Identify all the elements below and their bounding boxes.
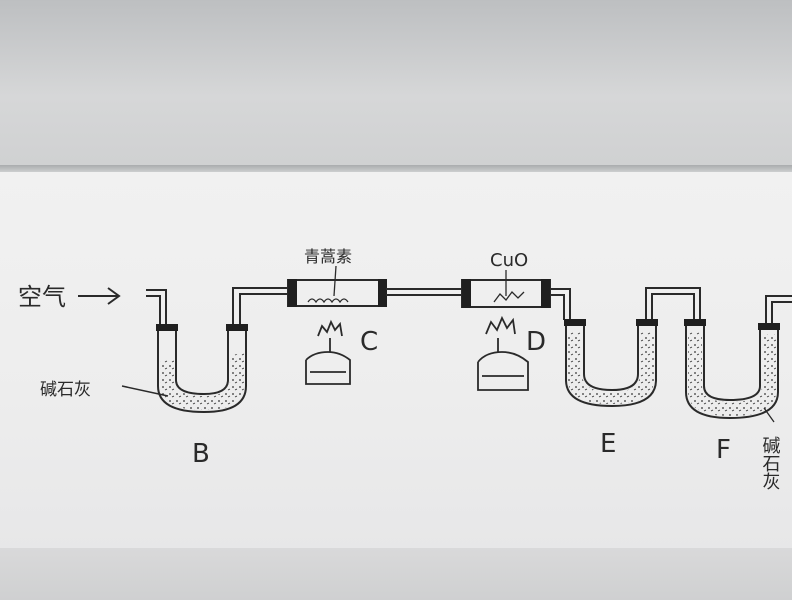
sample-d: [493, 291, 525, 303]
sample-c: [307, 298, 349, 304]
pointer-line-left: [121, 385, 169, 397]
pointer-line-right: [763, 407, 775, 423]
stopper-b-right: [226, 324, 248, 331]
tube-b-to-c: [232, 287, 288, 324]
tube-c-to-d: [386, 288, 462, 296]
substance-c-label: 青蒿素: [304, 247, 352, 266]
stopper-f-right: [758, 323, 780, 330]
pointer-line-c: [333, 265, 337, 297]
letter-c: C: [360, 327, 378, 357]
tube-e-to-f: [645, 287, 701, 319]
stopper-c-right: [378, 279, 387, 307]
soda-lime-right-label: 碱石灰: [760, 436, 781, 490]
drawing-sheet: [0, 172, 792, 550]
stopper-f-left: [684, 319, 706, 326]
background-paper: [0, 0, 792, 175]
stopper-e-left: [564, 319, 586, 326]
letter-e: E: [600, 429, 616, 459]
u-tube-f: [685, 326, 779, 420]
outlet-tube: [765, 295, 792, 323]
stopper-d-left: [462, 279, 471, 308]
u-tube-b: [157, 330, 247, 414]
stopper-c-left: [288, 279, 297, 307]
stopper-b-left: [156, 324, 178, 331]
air-arrow-icon: [78, 287, 121, 305]
combustion-tube-c: [287, 279, 387, 307]
stopper-d-right: [541, 279, 550, 308]
background-bottom: [0, 548, 792, 600]
letter-d: D: [526, 327, 546, 357]
soda-lime-left-label: 碱石灰: [40, 380, 91, 400]
substance-d-label: CuO: [490, 250, 528, 271]
burner-c-icon: [305, 319, 351, 385]
letter-b: B: [192, 439, 210, 469]
tube-d-to-e: [550, 288, 571, 320]
u-tube-e: [565, 326, 657, 408]
air-label: 空气: [18, 283, 66, 311]
stopper-e-right: [636, 319, 658, 326]
inlet-tube: [146, 289, 167, 324]
letter-f: F: [716, 435, 731, 465]
burner-d-icon: [477, 315, 529, 391]
